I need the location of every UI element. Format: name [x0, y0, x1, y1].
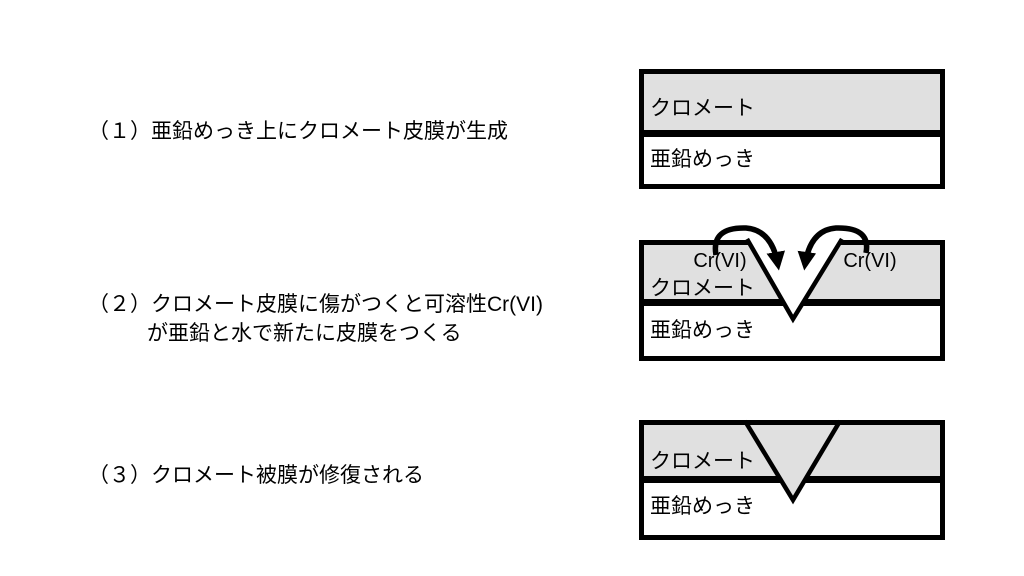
scratch-notch-outline: [745, 237, 844, 324]
diagram-border: [639, 420, 945, 540]
step3-caption-text: （３）クロメート被膜が修復される: [88, 464, 424, 487]
zinc-label: 亜鉛めっき: [650, 495, 755, 518]
step1-diagram: クロメート 亜鉛めっき: [639, 69, 945, 189]
step2-caption-line2: が亜鉛と水で新たに皮膜をつくる: [147, 322, 462, 345]
cr-flow-arrow-right-icon: [797, 225, 870, 271]
step1-caption: （１）亜鉛めっき上にクロメート皮膜が生成: [88, 117, 508, 146]
chromate-label: クロメート: [650, 450, 755, 473]
cr-vi-label-left: Cr(VI): [693, 250, 746, 272]
cr-flow-arrow-left-icon: [712, 225, 785, 271]
zinc-layer: [639, 132, 945, 189]
diagram-border: [639, 69, 945, 189]
step2-caption-line1: （２）クロメート皮膜に傷がつくと可溶性Cr(VI): [88, 293, 543, 316]
layer-divider: [639, 130, 945, 137]
chromate-label: クロメート: [650, 277, 755, 300]
chromate-layer: [639, 69, 945, 132]
cr-vi-label-right: Cr(VI): [843, 250, 896, 272]
step2-caption: （２）クロメート皮膜に傷がつくと可溶性Cr(VI) が亜鉛と水で新たに皮膜をつく…: [88, 290, 543, 348]
zinc-label: 亜鉛めっき: [650, 148, 755, 171]
step3-caption: （３）クロメート被膜が修復される: [88, 461, 424, 490]
step3-diagram: クロメート 亜鉛めっき: [639, 419, 945, 540]
repaired-notch-outline: [743, 419, 842, 505]
zinc-label: 亜鉛めっき: [650, 319, 755, 342]
step1-caption-text: （１）亜鉛めっき上にクロメート皮膜が生成: [88, 120, 508, 143]
repaired-notch: [745, 421, 840, 502]
step2-diagram: Cr(VI) Cr(VI) クロメート 亜鉛めっき: [639, 225, 945, 361]
chromate-label: クロメート: [650, 97, 755, 120]
